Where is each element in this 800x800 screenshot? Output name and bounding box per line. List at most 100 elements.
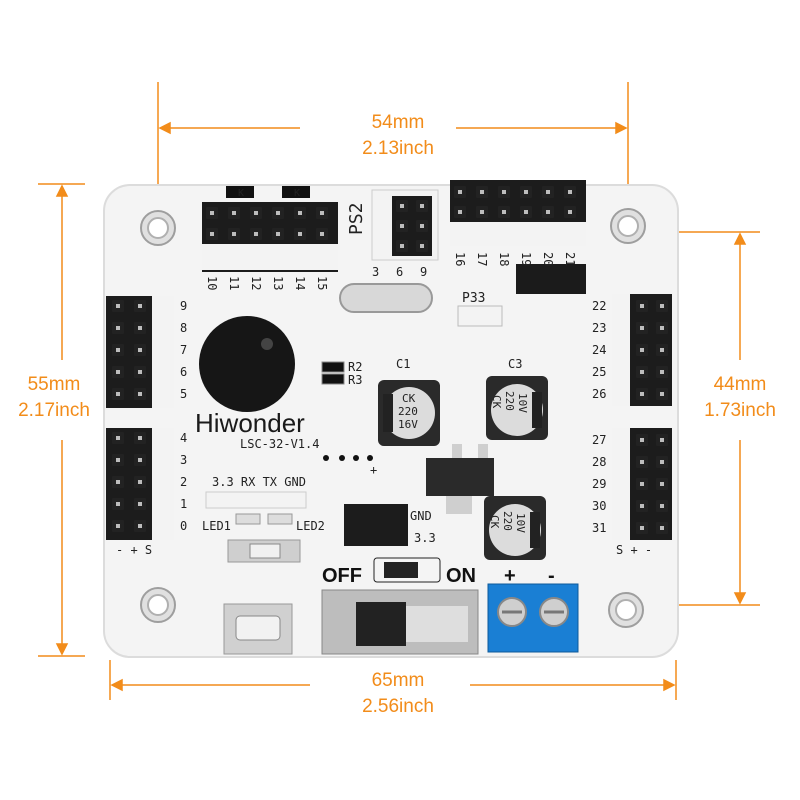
pin-label-7: 7 [180, 343, 187, 357]
header-pin [656, 388, 668, 400]
header-pin [112, 300, 124, 312]
pin-label-4: 4 [180, 431, 187, 445]
header-pin [112, 344, 124, 356]
smd-resistor-k2 [282, 186, 310, 198]
resistor-k1-mark: K [238, 188, 244, 199]
model-label: LSC-32-V1.4 [240, 437, 319, 451]
servo-header-top-left [202, 202, 338, 272]
mounting-hole-bottom-left [140, 587, 176, 623]
header-pin [206, 207, 218, 219]
pin-label-9: 9 [180, 299, 187, 313]
power-terminal-block [487, 583, 579, 653]
cap-lower-text-3: CK [488, 515, 501, 529]
header-pin [250, 228, 262, 240]
reset-button [227, 539, 301, 563]
pin-label-2: 2 [180, 475, 187, 489]
switch-silk-box [373, 557, 441, 583]
voltage-regulator [426, 444, 494, 514]
pin-label-29: 29 [592, 477, 606, 491]
header-pin [112, 454, 124, 466]
header-pin [416, 200, 428, 212]
header-pin [656, 456, 668, 468]
header-pin [656, 300, 668, 312]
v33-label: 3.3 [414, 531, 436, 545]
pin-label-14: 14 [293, 276, 307, 290]
mounting-hole-top-right [610, 208, 646, 244]
left-sign-label: - + S [116, 543, 152, 557]
pin-label-22: 22 [592, 299, 606, 313]
header-pin [656, 522, 668, 534]
pin-label-1: 1 [180, 497, 187, 511]
header-pin [206, 228, 218, 240]
header-pin [454, 186, 466, 198]
c1-label: C1 [396, 357, 410, 371]
header-pin [316, 207, 328, 219]
serial-header [205, 491, 307, 509]
header-pin [134, 366, 146, 378]
header-pin [112, 322, 124, 334]
header-pin [294, 228, 306, 240]
terminal-plus: + [504, 565, 516, 587]
left-dimension-mm: 55mm [27, 374, 81, 395]
left-dimension-label: 55mm 2.17inch [4, 372, 104, 424]
header-pin [520, 206, 532, 218]
header-pin [542, 186, 554, 198]
header-pin [134, 344, 146, 356]
header-pin [112, 388, 124, 400]
pin-label-27: 27 [592, 433, 606, 447]
pin-label-15: 15 [315, 276, 329, 290]
header-pin [636, 522, 648, 534]
cap-lower-text-2: 220 [501, 511, 514, 531]
header-pin [134, 476, 146, 488]
jumper-header [344, 504, 408, 546]
pin-label-10: 10 [205, 276, 219, 290]
header-pin [636, 388, 648, 400]
pin-label-28: 28 [592, 455, 606, 469]
header-pin [476, 186, 488, 198]
header-pin [476, 206, 488, 218]
header-pin [134, 300, 146, 312]
right-dimension-label: 44mm 1.73inch [690, 372, 790, 424]
header-pin [542, 206, 554, 218]
r3-label: R3 [348, 373, 362, 387]
right-dimension-mm: 44mm [713, 374, 767, 395]
header-pin [294, 207, 306, 219]
led2-label: LED2 [296, 519, 325, 533]
top-dimension-mm: 54mm [371, 112, 425, 133]
header-pin [520, 186, 532, 198]
pin-label-11: 11 [227, 276, 241, 290]
header-pin [636, 434, 648, 446]
ps2-pin-label-6: 6 [396, 265, 403, 279]
cap-c1-text-1: CK [402, 392, 416, 405]
brand-logo: Hiwonder [195, 408, 305, 438]
left-dimension-inch: 2.17inch [18, 400, 90, 421]
cap-c3-text-2: 220 [503, 391, 516, 411]
pin-label-25: 25 [592, 365, 606, 379]
on-label: ON [446, 565, 476, 587]
pin-label-23: 23 [592, 321, 606, 335]
right-sign-label: S + - [616, 543, 652, 557]
header-pin [134, 498, 146, 510]
header-pin [636, 322, 648, 334]
pin-label-12: 12 [249, 276, 263, 290]
header-pin [134, 388, 146, 400]
top-dimension-label: 54mm 2.13inch [318, 110, 478, 162]
header-pin [272, 228, 284, 240]
header-pin [112, 498, 124, 510]
switch-smd-diode [384, 562, 418, 578]
three-pin-connector [516, 264, 586, 294]
capacitor-c-lower [484, 496, 546, 560]
resistor-r2 [321, 361, 345, 373]
buzzer [199, 316, 295, 412]
pin-label-26: 26 [592, 387, 606, 401]
header-pin [656, 434, 668, 446]
resistor-k2-mark: K [294, 188, 300, 199]
led1 [235, 513, 261, 525]
power-slide-switch [321, 589, 479, 655]
serial-header-label: 3.3 RX TX GND [212, 475, 306, 489]
pin-label-17: 17 [475, 252, 489, 266]
capacitor-c3 [486, 376, 548, 440]
header-pin [396, 220, 408, 232]
cap-c1-text-2: 220 [398, 405, 418, 418]
